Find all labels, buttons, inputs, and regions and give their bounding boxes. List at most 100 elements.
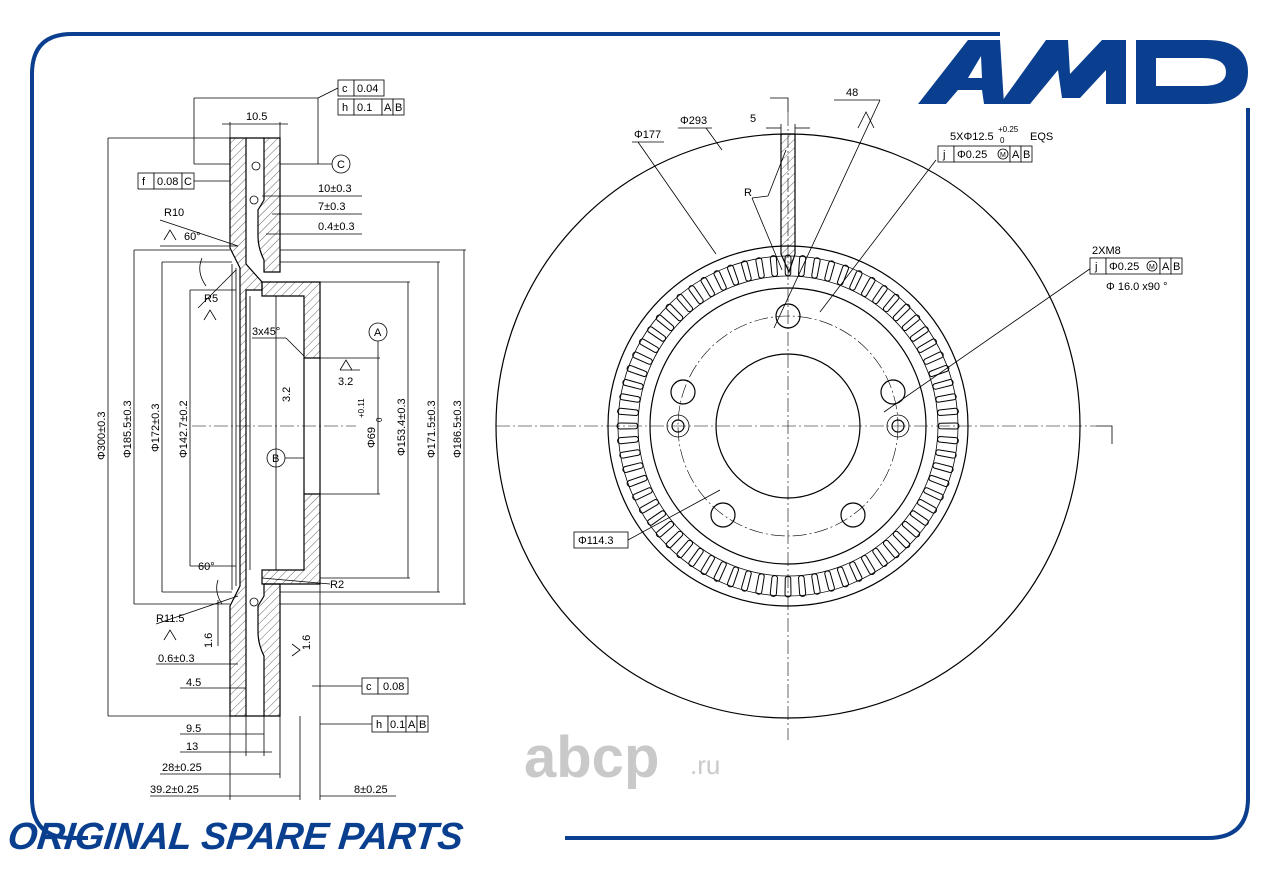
- label-r10: R10: [164, 207, 184, 219]
- hub-bottom: [261, 493, 321, 585]
- vent-slot: [935, 449, 957, 459]
- vent-slot: [923, 487, 944, 501]
- vent-slot: [655, 521, 675, 538]
- svg-text:B: B: [1173, 261, 1180, 273]
- vent-slot: [769, 255, 779, 277]
- datum-b: B: [272, 453, 279, 465]
- dim-0-6: 0.6±0.3: [158, 653, 195, 665]
- label-1-6-b: 1.6: [301, 635, 313, 650]
- watermark: abcp .ru: [524, 725, 720, 790]
- svg-text:0.04: 0.04: [357, 83, 378, 95]
- vent-slot: [901, 314, 921, 331]
- label-chamfer: 3x45°: [252, 326, 280, 338]
- vent-slot: [655, 314, 675, 331]
- vent-slot: [727, 264, 740, 286]
- svg-text:B: B: [395, 102, 402, 114]
- tol-frame-h-bottom: h 0.1 A B: [371, 715, 429, 733]
- vent-slot: [937, 435, 959, 445]
- dim-8: 8±0.25: [354, 784, 388, 796]
- svg-text:M: M: [1149, 264, 1155, 271]
- threaded-holes: [666, 414, 910, 438]
- front-view: 5 Φ177 Φ293 Φ114.3 48 R 2XM8: [495, 87, 1183, 740]
- vent-slot: [861, 555, 876, 575]
- vent-slot: [797, 575, 807, 597]
- vent-slot: [647, 326, 667, 342]
- dim-phi142-7: Φ142.7±0.2: [178, 400, 190, 458]
- thread-spec: j Φ0.25 M A B Φ 16.0 x90 °: [1089, 257, 1183, 293]
- vent-slot: [769, 575, 779, 597]
- svg-text:c: c: [366, 681, 372, 693]
- inboard-plate: [257, 137, 281, 273]
- vent-slot: [836, 264, 849, 286]
- center-bore: [715, 353, 861, 499]
- vent-slot: [909, 326, 929, 342]
- dim-9-5: 9.5: [186, 723, 201, 735]
- svg-text:M: M: [1000, 152, 1006, 159]
- frame: [30, 32, 1250, 840]
- vent-slots: [616, 254, 960, 598]
- svg-text:h: h: [342, 102, 348, 114]
- vent-slot: [932, 462, 954, 473]
- vent-slot: [824, 260, 835, 282]
- svg-text:A: A: [1162, 261, 1170, 273]
- vent-slot: [784, 575, 792, 598]
- label-rough-3-2-b: 3.2: [281, 387, 293, 402]
- outboard-plate: [229, 137, 263, 717]
- label-phi177: Φ177: [634, 129, 661, 141]
- vent-slot: [741, 260, 752, 282]
- label-rough-3-2-a: 3.2: [338, 376, 353, 388]
- vent-slot: [937, 407, 959, 417]
- label-phi293: Φ293: [680, 115, 707, 127]
- dim-phi69-tol-lower: 0: [375, 417, 384, 422]
- label-holes-tol-lower: 0: [1000, 136, 1005, 145]
- svg-text:A: A: [408, 719, 416, 731]
- vent-slot: [632, 351, 653, 365]
- vent-slot: [928, 474, 950, 487]
- dim-phi69-tol-upper: +0.11: [357, 398, 366, 418]
- datum-c: C: [337, 159, 345, 171]
- svg-text:0.08: 0.08: [383, 681, 404, 693]
- vent-slot: [665, 303, 684, 322]
- datum-labels: C A B: [266, 154, 388, 468]
- vent-slot: [622, 379, 644, 390]
- label-eqs: EQS: [1030, 131, 1053, 143]
- vent-slot: [892, 303, 911, 322]
- svg-text:h: h: [376, 719, 382, 731]
- datum-a: A: [374, 327, 382, 339]
- hub-top: [261, 281, 321, 359]
- label-2xm8: 2XM8: [1092, 245, 1121, 257]
- svg-text:C: C: [184, 176, 192, 188]
- label-1-6-a: 1.6: [203, 633, 215, 648]
- vent-slot: [892, 530, 911, 549]
- dim-phi172: Φ172±0.3: [150, 404, 162, 452]
- vent-slot: [811, 573, 821, 595]
- bolt-holes: [670, 303, 906, 528]
- label-holes-spec: 5XΦ12.5: [950, 131, 994, 143]
- side-dims-top: 10.5 10±0.3 7±0.3 0.4±0.3: [193, 97, 362, 235]
- dim-phi171-5: Φ171.5±0.3: [426, 400, 438, 458]
- vent-slot: [849, 270, 863, 291]
- label-holes-tol-upper: +0.25: [998, 125, 1019, 134]
- vent-slot: [688, 285, 704, 305]
- vent-slot: [727, 566, 740, 588]
- dim-phi153-4: Φ153.4±0.3: [396, 398, 408, 456]
- svg-text:0.08: 0.08: [157, 176, 178, 188]
- tol-frame-f: f 0.08 C: [137, 172, 230, 190]
- svg-text:Φ0.25: Φ0.25: [957, 149, 987, 161]
- label-r11-5: R11.5: [156, 613, 185, 625]
- label-angle-top: 60°: [184, 231, 201, 243]
- vent-slot: [616, 422, 639, 430]
- svg-text:B: B: [419, 719, 426, 731]
- vent-slot: [676, 539, 693, 559]
- dim-4-5: 4.5: [186, 677, 201, 689]
- vent-slot: [619, 449, 641, 459]
- bolt-hole: [880, 379, 906, 405]
- vent-slot: [836, 566, 849, 588]
- logo-letter-m: [1000, 40, 1126, 104]
- vent-slot: [700, 555, 715, 575]
- dim-phi300: Φ300±0.3: [96, 412, 108, 460]
- vent-slot: [901, 521, 921, 538]
- vent-slot: [713, 270, 727, 291]
- dim-phi69: Φ69: [366, 427, 378, 448]
- vent-slot: [917, 338, 937, 353]
